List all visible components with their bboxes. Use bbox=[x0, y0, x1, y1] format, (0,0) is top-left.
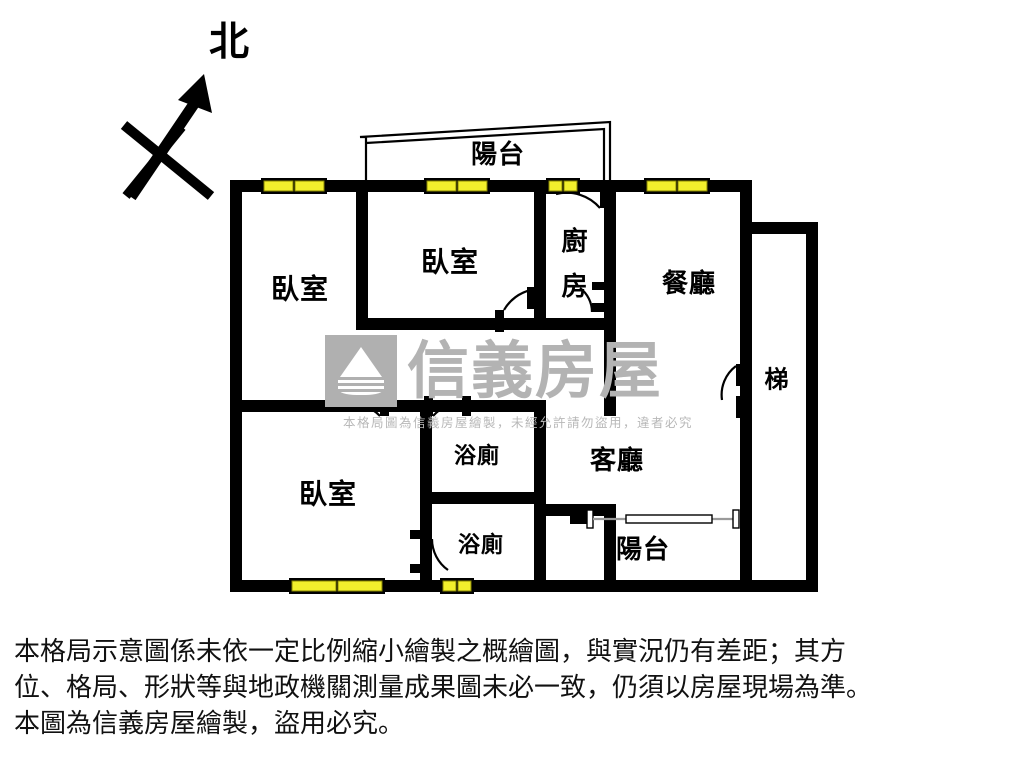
room-label-living: 客廳 bbox=[590, 445, 644, 476]
slider-stop-right bbox=[732, 509, 740, 529]
wall-bathroom-top bbox=[368, 400, 534, 412]
wall-balcony-bottom-left bbox=[604, 504, 616, 592]
wall-bathroom-divider bbox=[420, 492, 546, 504]
wall-stair-top bbox=[740, 222, 818, 234]
compass-cross-stroke-a bbox=[120, 121, 215, 200]
disclaimer-line-1: 本格局示意圖係未依一定比例縮小繪製之概繪圖，與實況仍有差距；其方 bbox=[14, 637, 847, 667]
door-main-entrance bbox=[720, 364, 745, 418]
window-bedroom-left-top bbox=[261, 178, 327, 194]
wall-exterior-left bbox=[230, 180, 242, 592]
door-bathroom-lower bbox=[410, 530, 449, 573]
wall-living-balcony-stub bbox=[546, 504, 616, 516]
wall-stair-right bbox=[806, 222, 818, 592]
room-label-bedroom-left: 臥室 bbox=[271, 273, 329, 306]
wall-kitchen-bottom bbox=[534, 318, 616, 330]
structural-walls bbox=[230, 180, 818, 592]
top-balcony-inner-wall bbox=[365, 127, 606, 183]
wall-kitchen-left bbox=[534, 180, 546, 330]
window-kitchen-top bbox=[546, 178, 580, 194]
svg-text:廚: 廚 bbox=[561, 226, 588, 257]
slider-panel bbox=[625, 514, 713, 524]
wall-kitchen-right bbox=[604, 180, 616, 330]
room-label-kitchen: 廚 房 bbox=[561, 226, 588, 302]
door-bedroom-mid bbox=[495, 287, 536, 332]
sliding-door-balcony bbox=[570, 509, 740, 529]
window-dining-top bbox=[644, 178, 710, 194]
window-bedroom-lower-bottom bbox=[289, 578, 385, 594]
svg-text:房: 房 bbox=[561, 272, 588, 302]
room-label-bathroom-upper: 浴廁 bbox=[454, 443, 500, 469]
wall-exterior-right-upper bbox=[740, 180, 752, 222]
wall-bedroom-lower-top bbox=[230, 400, 368, 412]
compass-rose bbox=[120, 74, 215, 201]
wall-bedroom-mid-bottom bbox=[356, 318, 540, 330]
wall-dining-living-right bbox=[740, 222, 752, 592]
windows bbox=[261, 178, 710, 594]
slider-stop-left bbox=[586, 509, 594, 529]
wall-bedroom-left-divider bbox=[356, 180, 368, 330]
room-label-bedroom-lower: 臥室 bbox=[299, 478, 357, 511]
room-label-bedroom-mid: 臥室 bbox=[421, 246, 479, 279]
slider-jamb-left bbox=[570, 514, 590, 524]
room-label-balcony-top: 陽台 bbox=[471, 139, 525, 170]
door-bathroom-upper bbox=[424, 396, 471, 417]
room-label-dining: 餐廳 bbox=[662, 268, 716, 299]
disclaimer-line-3: 本圖為信義房屋繪製，盜用必究。 bbox=[14, 709, 405, 739]
compass-arrow-head bbox=[178, 74, 212, 113]
wall-stair-bottom bbox=[740, 580, 818, 592]
wall-dining-left-lower bbox=[604, 330, 616, 416]
room-label-bathroom-lower: 浴廁 bbox=[458, 532, 504, 558]
window-bedroom-mid-top bbox=[424, 178, 490, 194]
compass-north-label: 北 bbox=[209, 18, 249, 65]
disclaimer-line-2: 位、格局、形狀等與地政機關測量成果圖未必一致，仍須以房屋現場為準。 bbox=[14, 673, 873, 703]
room-label-stairs: 梯 bbox=[765, 365, 790, 394]
door-kitchen-inner bbox=[579, 282, 614, 313]
disclaimer: 本格局示意圖係未依一定比例縮小繪製之概繪圖，與實況仍有差距；其方 位、格局、形狀… bbox=[14, 634, 1014, 742]
door-kitchen-top bbox=[555, 186, 609, 209]
compass-cross-stroke-b bbox=[122, 124, 186, 199]
window-bathroom-lower-bottom bbox=[440, 578, 474, 594]
room-label-balcony-bottom: 陽台 bbox=[616, 534, 670, 565]
